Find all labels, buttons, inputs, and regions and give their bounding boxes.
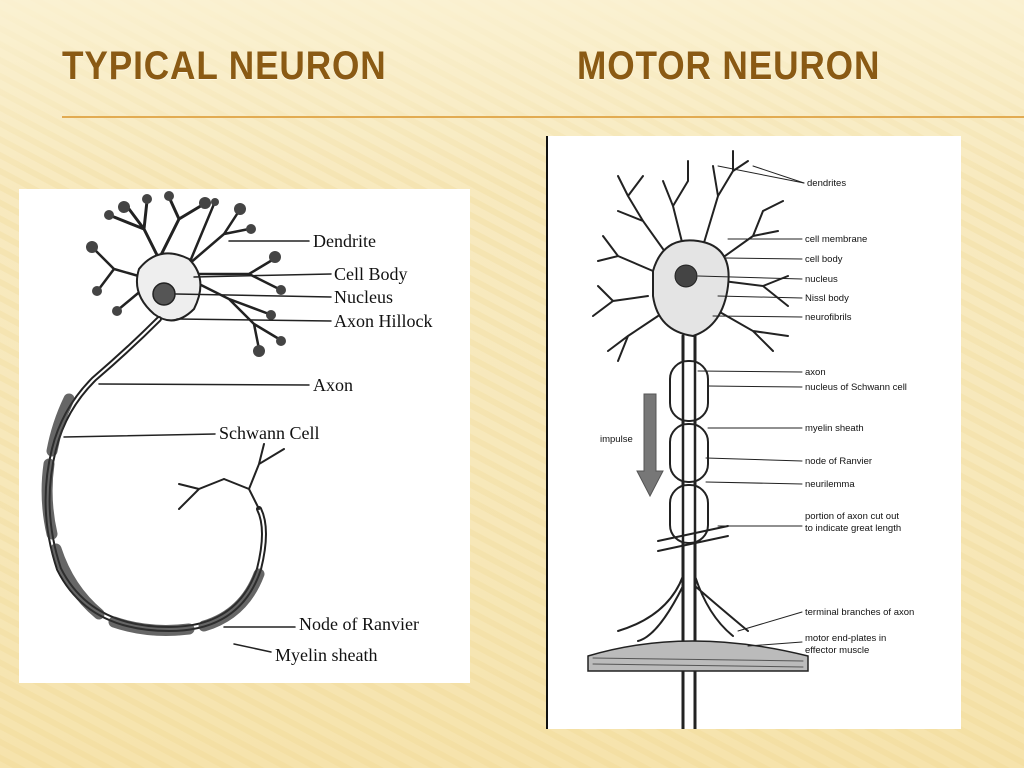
label-neurofibrils: neurofibrils — [805, 312, 852, 323]
typical-neuron-drawing: Dendrite Cell Body Nucleus Axon Hillock … — [41, 191, 433, 665]
label-cell-body: Cell Body — [334, 264, 408, 284]
label-node-of-ranvier: node of Ranvier — [805, 456, 872, 467]
label-dendrite: Dendrite — [313, 231, 376, 251]
label-myelin-sheath: Myelin sheath — [275, 645, 377, 665]
motor-neuron-diagram: impulse dendrites cell membrane cell bod… — [546, 136, 961, 729]
title-motor-neuron: MOTOR NEURON — [577, 44, 881, 88]
label-neurilemma: neurilemma — [805, 479, 855, 490]
title-divider — [62, 116, 1024, 118]
label-axon-hillock: Axon Hillock — [334, 311, 433, 331]
label-nucleus: Nucleus — [334, 287, 393, 307]
label-node-of-ranvier: Node of Ranvier — [299, 614, 419, 634]
label-axon: Axon — [313, 375, 353, 395]
label-dendrites: dendrites — [807, 178, 846, 189]
typical-neuron-diagram: Dendrite Cell Body Nucleus Axon Hillock … — [19, 189, 470, 683]
title-typical-neuron: TYPICAL NEURON — [62, 44, 387, 88]
label-myelin-sheath: myelin sheath — [805, 423, 864, 434]
label-portion-of-axon-cut-out: portion of axon cut out — [805, 511, 899, 522]
impulse-arrow-icon — [636, 393, 664, 498]
label-cell-membrane: cell membrane — [805, 234, 867, 245]
motor-neuron-drawing: impulse dendrites cell membrane cell bod… — [587, 150, 914, 729]
label-impulse: impulse — [600, 434, 633, 445]
label-schwann-cell: Schwann Cell — [219, 423, 320, 443]
label-motor-end-plates-in: motor end-plates in — [805, 633, 886, 644]
label-to-indicate-great-length: to indicate great length — [805, 523, 901, 534]
label-terminal-branches-of-axon: terminal branches of axon — [805, 607, 914, 618]
label-nucleus-of-schwann-cell: nucleus of Schwann cell — [805, 382, 907, 393]
label-axon: axon — [805, 367, 826, 378]
label-nissl-body: Nissl body — [805, 293, 849, 304]
label-cell-body: cell body — [805, 254, 843, 265]
label-effector-muscle: effector muscle — [805, 645, 869, 656]
label-nucleus: nucleus — [805, 274, 838, 285]
